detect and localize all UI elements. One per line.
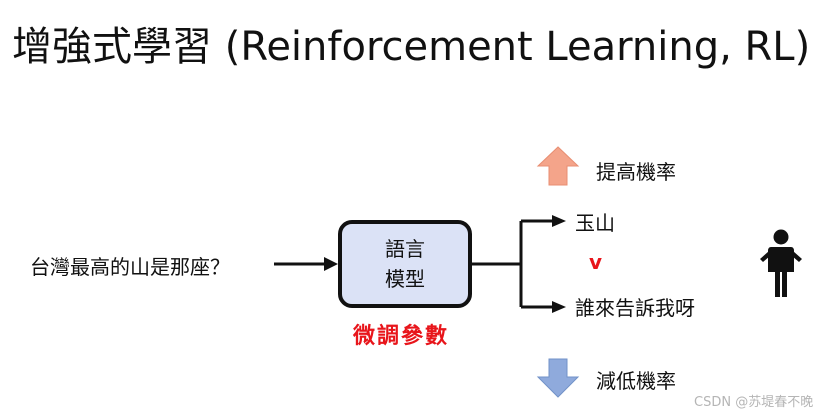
branch-bottom-head bbox=[552, 301, 566, 313]
bad-answer: 誰來告訴我呀 bbox=[575, 296, 695, 320]
up-arrow-icon bbox=[536, 146, 580, 186]
model-label-line2: 模型 bbox=[385, 267, 425, 291]
down-arrow-icon bbox=[536, 358, 580, 398]
question-text: 台灣最高的山是那座？ bbox=[30, 255, 230, 279]
slide-title: 增強式學習 (Reinforcement Learning, RL) bbox=[12, 24, 811, 70]
person-shrug-icon bbox=[760, 229, 802, 297]
language-model-box: 語言 模型 bbox=[338, 220, 472, 308]
input-arrow-head bbox=[324, 257, 338, 271]
model-label-line1: 語言 bbox=[385, 237, 425, 261]
branch-top-head bbox=[552, 215, 566, 227]
increase-probability-label: 提高機率 bbox=[596, 160, 676, 184]
finetune-label: 微調參數 bbox=[353, 324, 450, 349]
decrease-probability-label: 減低機率 bbox=[596, 369, 676, 393]
comparison-mark: v bbox=[589, 250, 603, 274]
watermark: CSDN @苏堤春不晚 bbox=[694, 395, 814, 410]
good-answer: 玉山 bbox=[575, 211, 615, 235]
